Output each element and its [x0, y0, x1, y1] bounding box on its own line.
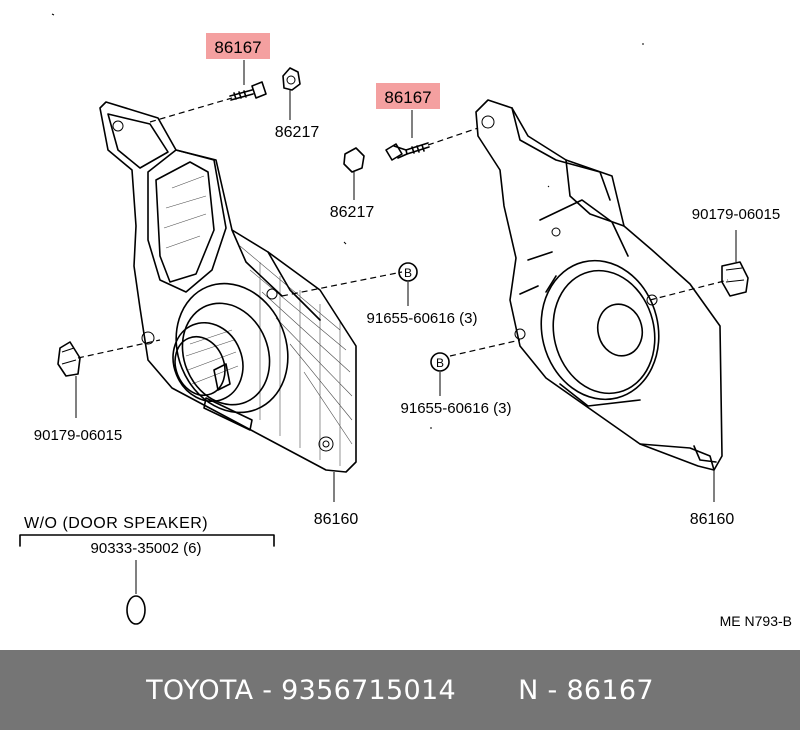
label-86160-right: 86160 — [690, 511, 735, 528]
footer-ref[interactable]: 86167 — [566, 674, 654, 706]
footer-bar: TOYOTA - 9356715014 N - 86167 — [0, 650, 800, 730]
footer-gap — [456, 675, 518, 706]
dash-screw-bottom — [449, 339, 521, 357]
label-90333: 90333-35002 (6) — [91, 540, 202, 557]
nut-left-icon — [57, 341, 81, 377]
print-specks — [51, 13, 644, 429]
wo-bracket — [19, 534, 275, 547]
clip-right-icon — [343, 147, 365, 173]
marker-b-bottom: B — [430, 352, 450, 372]
highlight-box-right — [376, 83, 440, 109]
parts-diagram: 86167 86167 86217 86217 — [19, 13, 792, 629]
speaker-bracket-left — [99, 101, 357, 473]
footer-brand: TOYOTA — [146, 674, 254, 706]
marker-b-top: B — [398, 262, 418, 282]
wo-note-label: W/O (DOOR SPEAKER) — [24, 515, 208, 532]
speaker-bracket-right — [475, 99, 723, 471]
dash-screw-top — [281, 271, 403, 297]
label-86167-right: 86167 — [384, 88, 431, 107]
label-91655-top: 91655-60616 (3) — [367, 310, 478, 327]
callout-86167-right[interactable]: 86167 — [376, 83, 440, 109]
footer-sep-1: - — [253, 674, 282, 706]
label-90179-right: 90179-06015 — [692, 206, 780, 223]
callout-86167-left[interactable]: 86167 — [206, 33, 270, 59]
label-86160-left: 86160 — [314, 511, 359, 528]
footer-part-number[interactable]: 9356715014 — [281, 674, 456, 706]
label-86167-left: 86167 — [214, 38, 261, 57]
dash-nut-left — [77, 339, 161, 359]
label-91655-bottom: 91655-60616 (3) — [401, 400, 512, 417]
label-90179-left: 90179-06015 — [34, 427, 122, 444]
plug-icon — [126, 595, 146, 625]
label-86217-left: 86217 — [275, 124, 320, 141]
bolt-right-icon — [385, 142, 430, 161]
dash-bolt-right — [427, 127, 479, 146]
drawing-code: ME N793-B — [720, 613, 792, 629]
dash-nut-right — [649, 279, 729, 301]
svg-text:B: B — [404, 266, 412, 280]
highlight-box-left — [206, 33, 270, 59]
bolt-left-icon — [229, 81, 267, 101]
footer-n-label: N — [518, 674, 539, 706]
clip-left-icon — [282, 67, 301, 91]
label-86217-right: 86217 — [330, 204, 375, 221]
footer-sep-2: - — [538, 674, 567, 706]
svg-text:B: B — [436, 356, 444, 370]
dash-bolt-left — [149, 97, 233, 123]
nut-right-icon — [721, 261, 749, 297]
